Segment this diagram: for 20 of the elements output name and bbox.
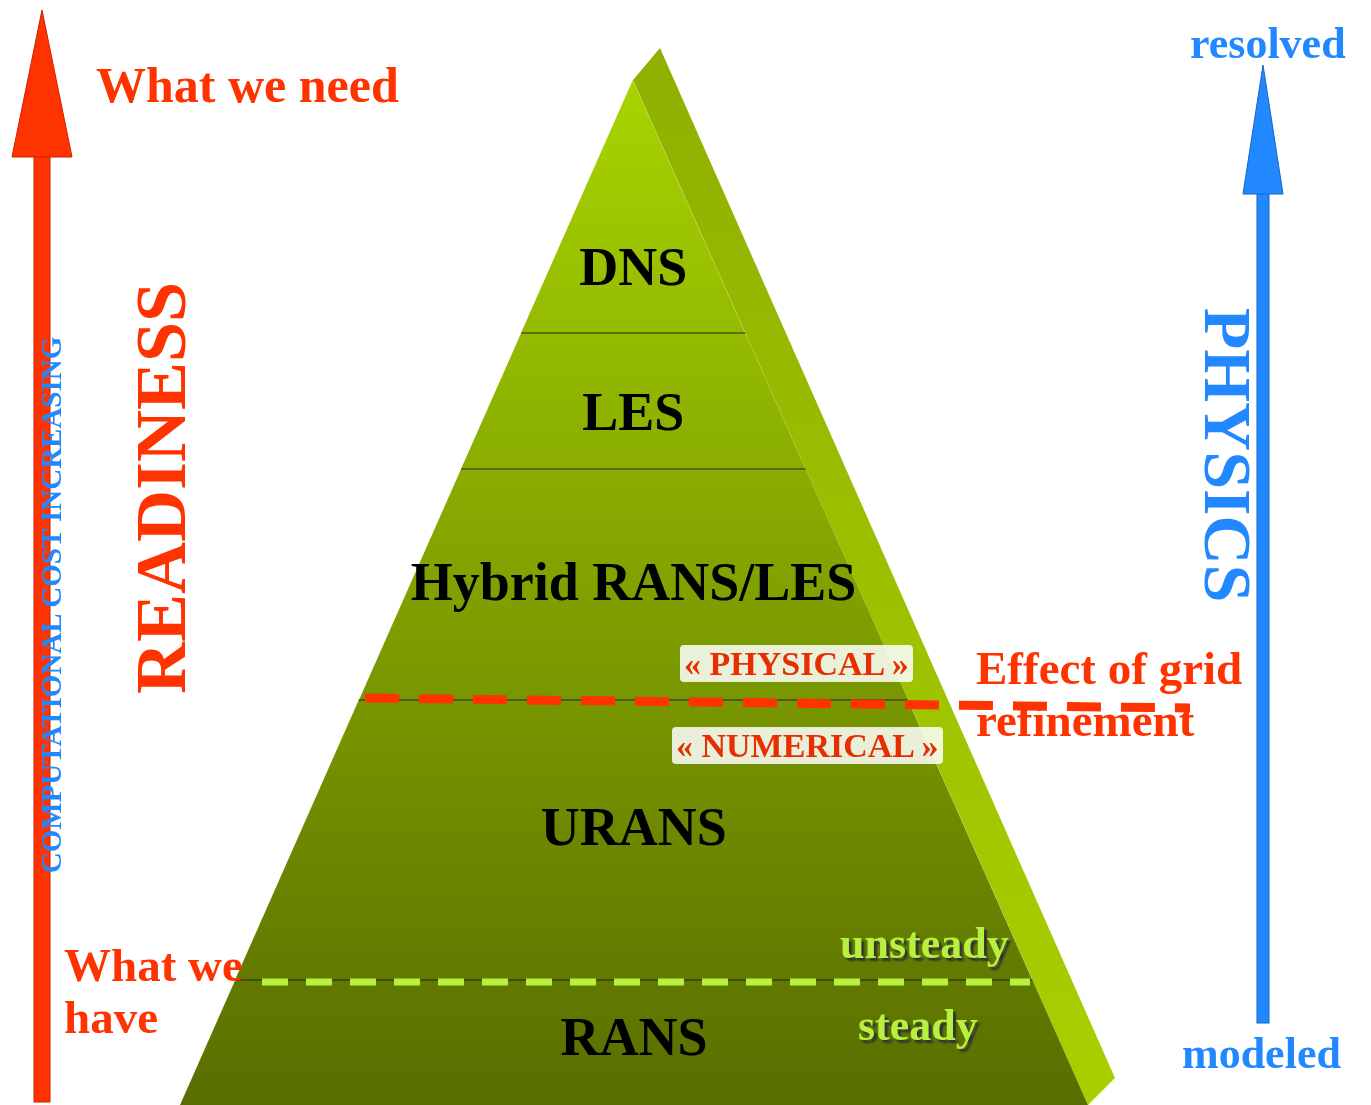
region-label: « NUMERICAL » — [672, 727, 943, 765]
axis-label: resolved — [1190, 20, 1346, 69]
heading-text: What we have — [64, 940, 244, 1044]
pyramid-layer — [521, 80, 746, 333]
region-label: « PHYSICAL » — [680, 645, 913, 683]
layer-label: DNS — [579, 238, 688, 298]
layer-label: RANS — [560, 1008, 708, 1068]
regime-label: unsteady — [840, 920, 1009, 969]
regime-label: steady — [858, 1002, 978, 1051]
layer-label: URANS — [540, 798, 727, 858]
pyramid-layer — [461, 333, 806, 469]
pyramid-layer — [180, 980, 1088, 1105]
axis-title: PHYSICS — [1190, 307, 1266, 603]
layer-label: Hybrid RANS/LES — [410, 553, 857, 613]
annotation-text: Effect of grid refinement — [976, 643, 1244, 747]
heading-text: What we need — [96, 58, 399, 113]
axis-label: modeled — [1182, 1030, 1341, 1079]
axis-title: READINESS — [122, 281, 202, 695]
layer-label: LES — [582, 383, 685, 443]
axis-title: COMPUTATIONAL COST INCREASING — [36, 336, 68, 874]
